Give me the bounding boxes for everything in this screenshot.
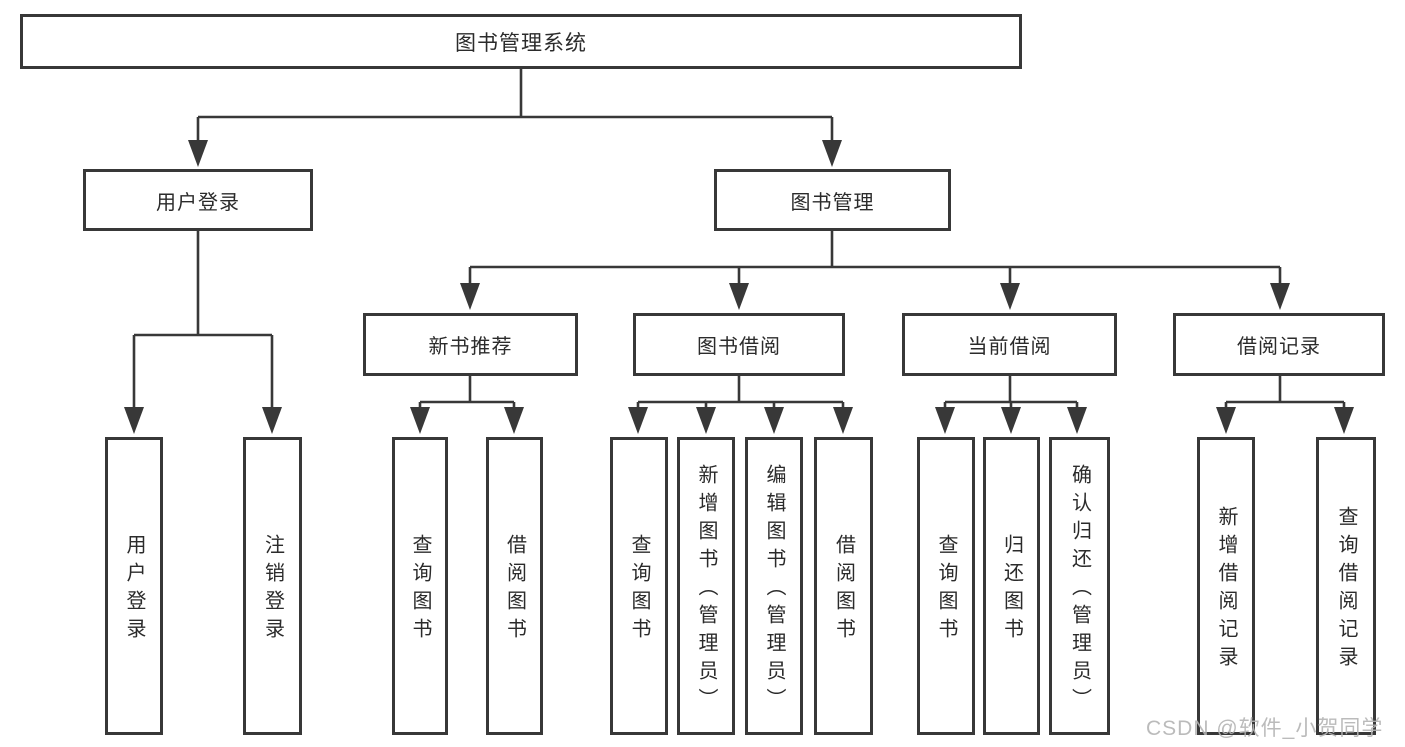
node-br-query-record: 查询借阅记录 [1316, 437, 1376, 735]
node-cb-query-books: 查询图书 [917, 437, 975, 735]
node-book-management: 图书管理 [714, 169, 951, 231]
node-current-borrow: 当前借阅 [902, 313, 1117, 376]
node-borrow-records: 借阅记录 [1173, 313, 1385, 376]
node-bb-add-books-admin: 新增图书（管理员） [677, 437, 735, 735]
node-bb-edit-books-admin: 编辑图书（管理员） [745, 437, 803, 735]
node-bb-borrow-books: 借阅图书 [814, 437, 873, 735]
node-user-login: 用户登录 [83, 169, 313, 231]
node-cb-return-books: 归还图书 [983, 437, 1040, 735]
node-rec-query-books: 查询图书 [392, 437, 448, 735]
node-new-book-recommend: 新书推荐 [363, 313, 578, 376]
node-cb-confirm-return-admin: 确认归还（管理员） [1049, 437, 1110, 735]
node-rec-borrow-books: 借阅图书 [486, 437, 543, 735]
node-library-system: 图书管理系统 [20, 14, 1022, 69]
node-br-add-record: 新增借阅记录 [1197, 437, 1255, 735]
csdn-watermark: CSDN @软件_小贺同学 [1146, 717, 1384, 740]
node-bb-query-books: 查询图书 [610, 437, 668, 735]
node-user-login-leaf: 用户登录 [105, 437, 163, 735]
node-book-borrow: 图书借阅 [633, 313, 845, 376]
node-logout-leaf: 注销登录 [243, 437, 302, 735]
